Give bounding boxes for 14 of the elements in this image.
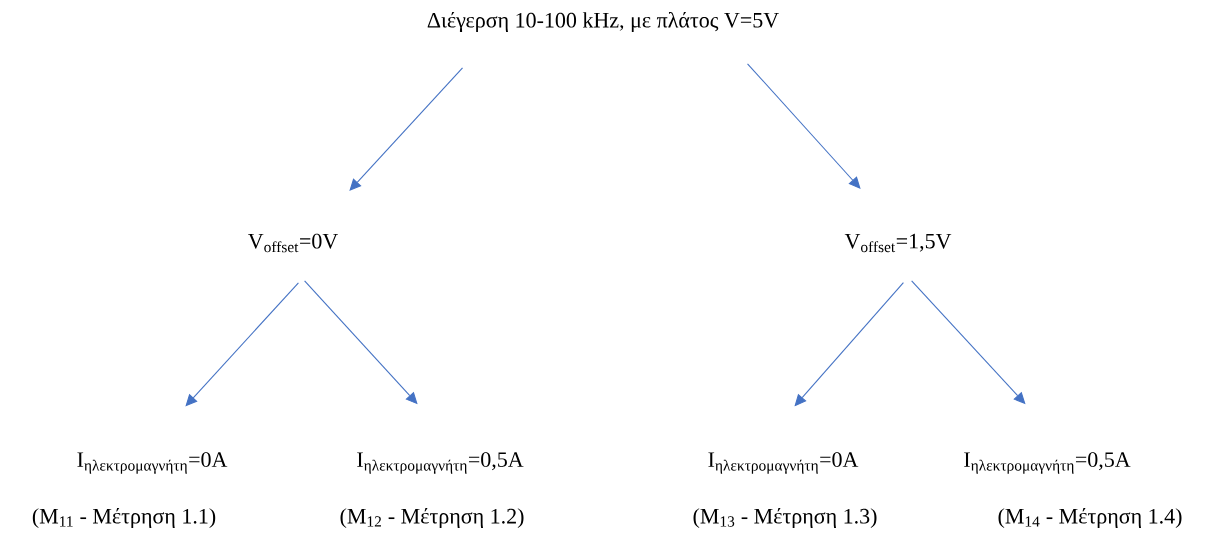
measurement-label: (M$_{14}$ - Μέτρηση 1.4): [998, 507, 1182, 529]
arrow: [746, 63, 861, 189]
condition-text: $\text{I}_{\text{ηλεκτρομαγνήτη}}\text{=0A}$: [708, 452, 859, 474]
condition-text: $\text{I}_{\text{ηλεκτρομαγνήτη}}\text{=0A}$: [77, 452, 228, 474]
condition-text: V$_{offset}$=1,5V: [844, 233, 952, 253]
measurement-label: (M$_{11}$ - Μέτρηση 1.1): [32, 507, 216, 529]
condition-text: $\text{I}_{\text{ηλεκτρομαγνήτη}}\text{=0,5A}$: [357, 452, 524, 474]
heading-text: Διέγερση 10-100 kHz, με πλάτος V=5V: [427, 11, 779, 33]
condition-text: $\text{I}_{\text{ηλεκτρομαγνήτη}}\text{=0,5A}$: [964, 452, 1131, 474]
condition-text: V$_{offset}$=0V: [248, 233, 338, 253]
measurement-label: (M$_{13}$ - Μέτρηση 1.3): [693, 507, 877, 529]
measurement-label: (M$_{12}$ - Μέτρηση 1.2): [340, 507, 524, 529]
arrow: [185, 282, 299, 407]
arrow: [349, 67, 464, 191]
